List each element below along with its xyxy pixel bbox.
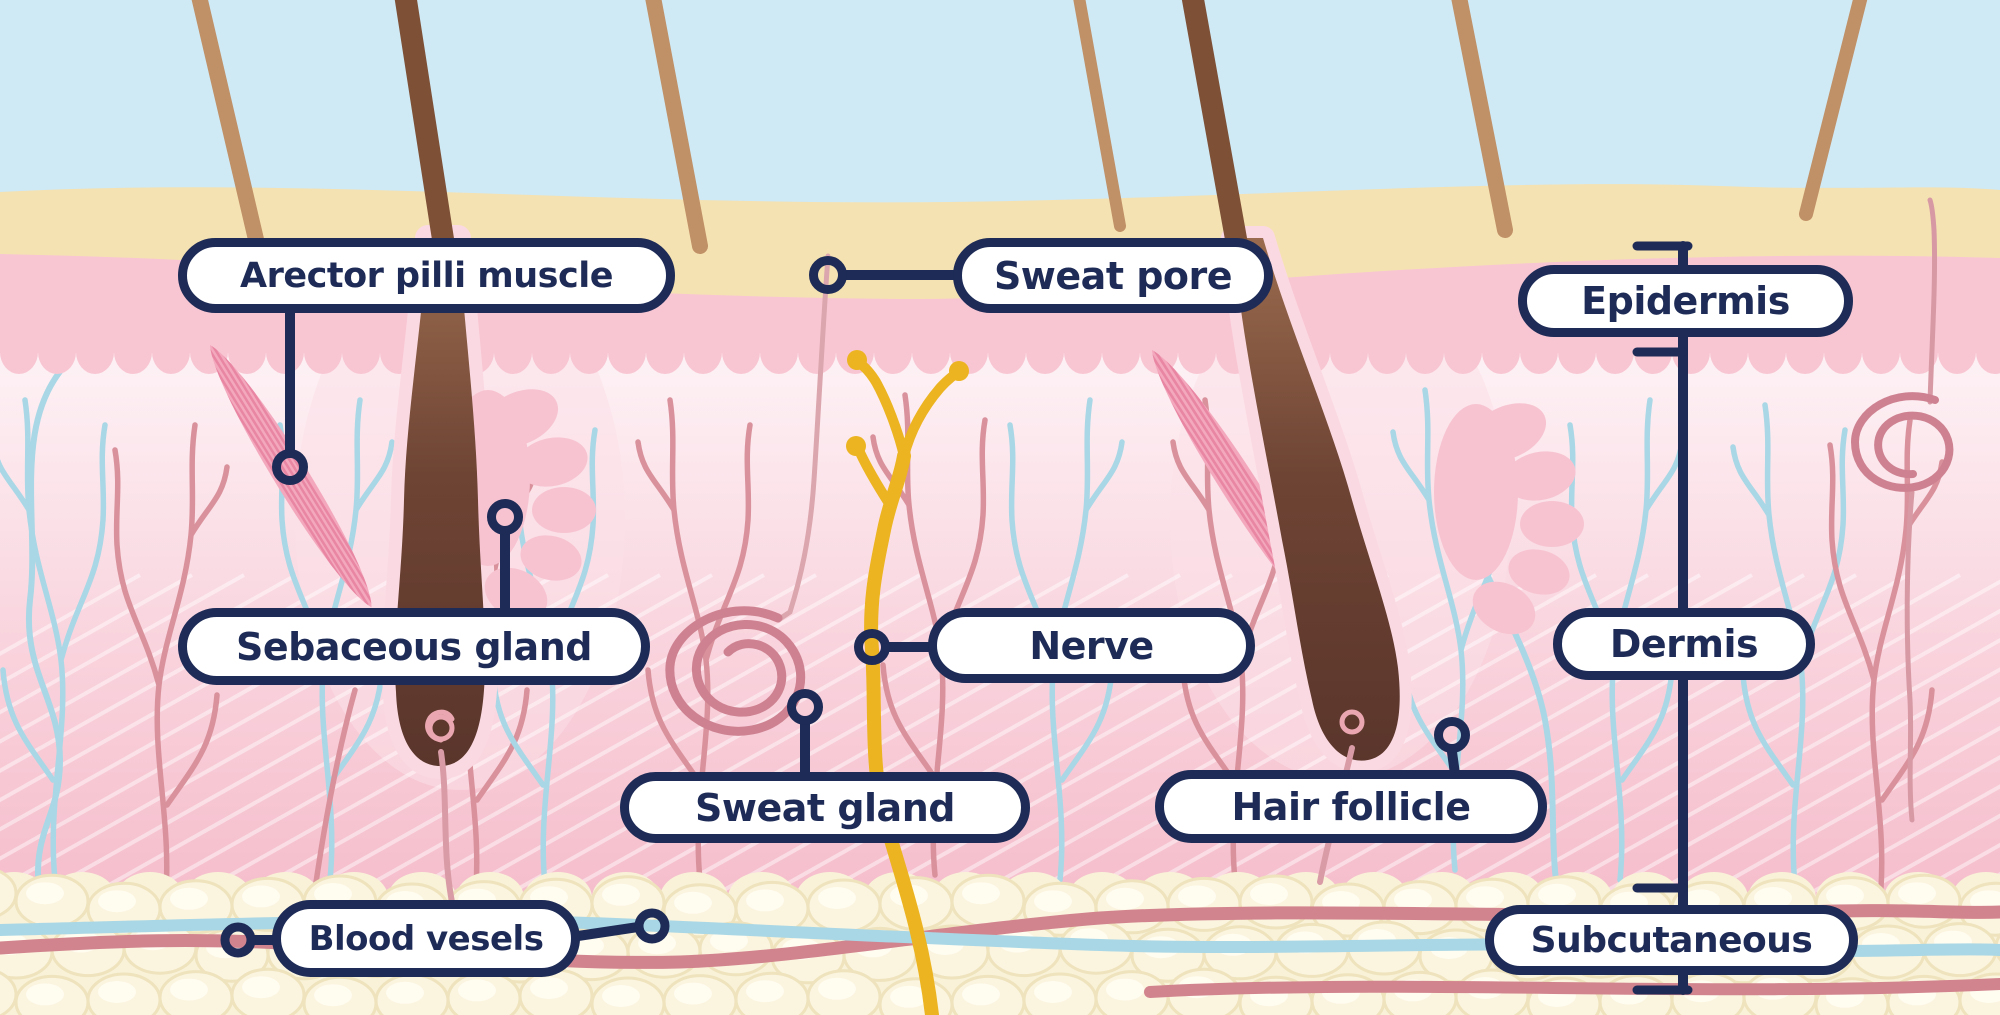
nerve-fiber <box>846 350 969 1015</box>
nerve-ring-marker <box>854 629 890 665</box>
label-sweat-gland: Sweat gland <box>620 772 1030 843</box>
sebaceous-ring-marker <box>487 499 523 535</box>
label-sweat-pore-text: Sweat pore <box>993 253 1233 298</box>
blood-vessel-ring-left <box>220 922 256 958</box>
sweat-pore-ring-marker <box>809 256 847 294</box>
label-nerve-text: Nerve <box>1029 623 1154 668</box>
label-epidermis: Epidermis <box>1518 265 1853 337</box>
label-blood-vessels: Blood vesels <box>272 900 580 977</box>
arector-ring-marker <box>272 449 308 485</box>
hair-shaft-dark-left <box>394 0 456 263</box>
label-sweat-pore: Sweat pore <box>953 238 1273 313</box>
sweat-gland-right <box>1850 197 1954 823</box>
label-dermis: Dermis <box>1553 608 1815 680</box>
blood-vessel-ring-right <box>634 908 670 944</box>
hair-shaft-dark-right <box>1181 0 1249 261</box>
label-dermis-text: Dermis <box>1609 622 1759 666</box>
hair-strands <box>191 0 1868 256</box>
label-sebaceous-text: Sebaceous gland <box>236 624 592 669</box>
blood-vessel-connector-right <box>573 922 643 941</box>
sweat-gland-ring-marker <box>787 689 823 725</box>
sweat-gland-center <box>665 253 831 736</box>
label-arector-text: Arector pilli muscle <box>240 255 613 296</box>
label-epidermis-text: Epidermis <box>1581 279 1790 323</box>
label-subcutaneous: Subcutaneous <box>1485 905 1858 975</box>
label-sebaceous-gland: Sebaceous gland <box>178 608 650 685</box>
hair-follicle-ring-marker <box>1434 717 1470 753</box>
label-subcutaneous-text: Subcutaneous <box>1530 919 1813 961</box>
label-hair-follicle-text: Hair follicle <box>1231 784 1471 829</box>
label-nerve: Nerve <box>928 608 1255 683</box>
label-blood-vessels-text: Blood vesels <box>308 918 544 959</box>
hair-follicle-right <box>1181 0 1584 885</box>
label-hair-follicle: Hair follicle <box>1155 770 1547 843</box>
label-sweat-gland-text: Sweat gland <box>695 785 955 830</box>
label-arector-pilli-muscle: Arector pilli muscle <box>178 238 675 313</box>
